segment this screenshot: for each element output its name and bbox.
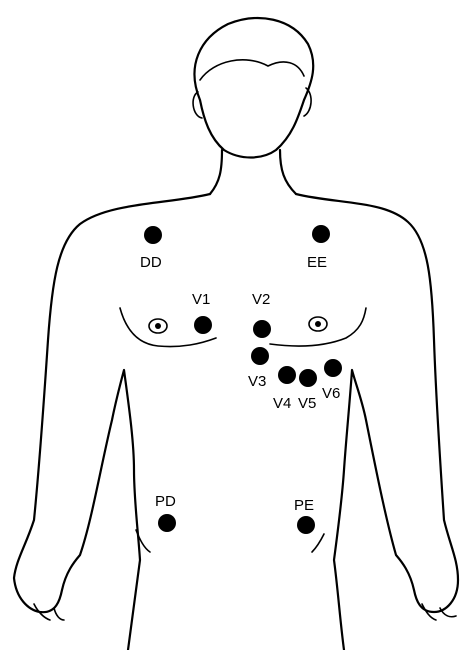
electrode-v2: V2 bbox=[252, 291, 271, 338]
electrode-label: V5 bbox=[298, 395, 316, 412]
electrode-dot bbox=[158, 514, 176, 532]
electrode-label: PE bbox=[294, 497, 314, 514]
electrode-ee: EE bbox=[307, 225, 330, 271]
electrode-dot bbox=[299, 369, 317, 387]
neck-left bbox=[210, 150, 222, 194]
electrode-v4: V4 bbox=[273, 366, 296, 412]
electrode-dot bbox=[278, 366, 296, 384]
body-outline bbox=[14, 18, 458, 650]
electrode-v1: V1 bbox=[192, 291, 212, 334]
electrode-dot bbox=[312, 225, 330, 243]
neck-right bbox=[280, 150, 296, 194]
hairline bbox=[200, 60, 304, 80]
electrode-label: EE bbox=[307, 254, 327, 271]
waist-right bbox=[312, 534, 324, 552]
electrode-label: V3 bbox=[248, 373, 266, 390]
electrode-rd: DD bbox=[140, 226, 162, 271]
electrode-label: V6 bbox=[322, 385, 340, 402]
head-outline bbox=[195, 18, 314, 157]
electrode-label: DD bbox=[140, 254, 162, 271]
electrode-dot bbox=[253, 320, 271, 338]
electrode-v3: V3 bbox=[248, 347, 269, 390]
electrode-label: PD bbox=[155, 493, 176, 510]
electrode-dot bbox=[194, 316, 212, 334]
electrode-v6: V6 bbox=[322, 359, 342, 402]
electrode-label: V2 bbox=[252, 291, 270, 308]
electrode-dot bbox=[251, 347, 269, 365]
nipple-right bbox=[309, 317, 327, 331]
electrode-dot bbox=[297, 516, 315, 534]
electrode-pe: PE bbox=[294, 497, 315, 534]
electrode-label: V4 bbox=[273, 395, 291, 412]
electrode-pd: PD bbox=[155, 493, 176, 532]
torso-left-outline bbox=[14, 194, 210, 650]
electrode-v5: V5 bbox=[298, 369, 317, 412]
electrode-dot bbox=[324, 359, 342, 377]
nipple-left bbox=[149, 319, 167, 333]
electrode-label: V1 bbox=[192, 291, 210, 308]
electrode-dot bbox=[144, 226, 162, 244]
